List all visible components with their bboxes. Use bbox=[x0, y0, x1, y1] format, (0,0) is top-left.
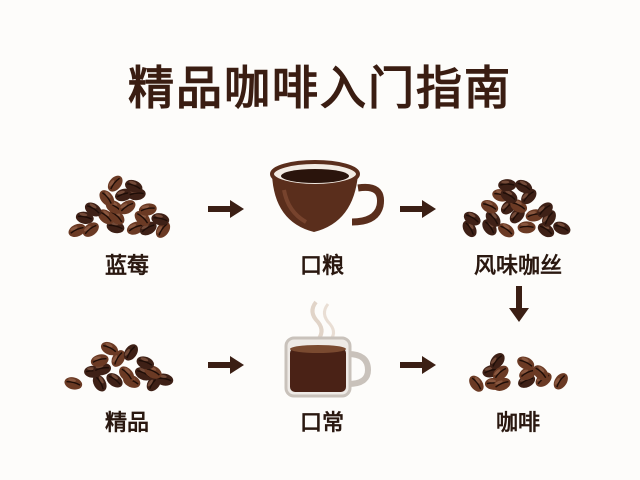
node-label-flavor: 风味咖丝 bbox=[473, 254, 562, 279]
coffee-bean-icon bbox=[99, 190, 115, 207]
coffee-bean-icon bbox=[519, 366, 537, 381]
arrow-right-icon bbox=[400, 200, 436, 218]
arrow-down-icon bbox=[509, 286, 529, 322]
coffee-bean-icon bbox=[68, 223, 86, 237]
node-label-daily: 口常 bbox=[299, 411, 344, 436]
coffee-bean-icon bbox=[498, 179, 517, 192]
arrow-right-icon bbox=[208, 356, 244, 374]
coffee-beans-icon bbox=[462, 179, 571, 238]
arrow-right-icon bbox=[400, 356, 436, 374]
coffee-bean-icon bbox=[485, 210, 501, 227]
coffee-bean-icon bbox=[82, 222, 99, 237]
page-title: 精品咖啡入门指南 bbox=[128, 61, 512, 115]
arrow-right-icon bbox=[208, 200, 244, 218]
coffee-bean-icon bbox=[517, 356, 535, 370]
coffee-bean-icon bbox=[537, 202, 553, 218]
node-label-specialty: 精品 bbox=[104, 411, 149, 436]
coffee-bean-icon bbox=[481, 200, 499, 214]
coffee-bean-icon bbox=[136, 356, 155, 370]
coffee-bean-icon bbox=[533, 365, 549, 381]
coffee-bean-icon bbox=[553, 221, 571, 235]
coffee-bean-icon bbox=[515, 179, 533, 194]
coffee-bean-icon bbox=[463, 211, 481, 226]
coffee-cup-icon bbox=[270, 160, 385, 232]
node-label-coffee: 咖啡 bbox=[495, 411, 540, 436]
coffee-bean-icon bbox=[151, 213, 170, 226]
coffee-beans-icon bbox=[64, 341, 174, 392]
coffee-bean-icon bbox=[92, 374, 107, 392]
coffee-bean-icon bbox=[492, 365, 509, 381]
coffee-bean-icon bbox=[106, 373, 123, 388]
coffee-bean-icon bbox=[138, 203, 157, 216]
glass-coffee-mug-icon bbox=[284, 300, 372, 398]
coffee-bean-icon bbox=[489, 353, 505, 369]
node-label-blueberry: 蓝莓 bbox=[104, 254, 149, 279]
coffee-bean-icon bbox=[84, 202, 102, 217]
coffee-bean-icon bbox=[119, 366, 135, 382]
coffee-bean-icon bbox=[498, 223, 515, 238]
node-label-ration: 口粮 bbox=[299, 254, 344, 279]
coffee-bean-icon bbox=[107, 175, 123, 192]
coffee-bean-icon bbox=[517, 221, 536, 234]
coffee-bean-icon bbox=[537, 223, 555, 238]
coffee-bean-icon bbox=[469, 375, 484, 392]
coffee-bean-icon bbox=[500, 189, 518, 203]
coffee-bean-icon bbox=[90, 354, 109, 367]
coffee-bean-icon bbox=[493, 377, 511, 391]
coffee-bean-icon bbox=[553, 373, 568, 390]
coffee-bean-icon bbox=[75, 211, 94, 224]
coffee-beans-icon bbox=[68, 175, 171, 238]
coffee-bean-icon bbox=[125, 179, 143, 193]
coffee-bean-icon bbox=[100, 341, 119, 356]
coffee-bean-icon bbox=[123, 344, 138, 361]
coffee-bean-icon bbox=[126, 221, 145, 235]
coffee-beans-icon bbox=[469, 353, 568, 392]
coffee-bean-icon bbox=[64, 377, 83, 390]
coffee-bean-icon bbox=[155, 221, 171, 238]
coffee-bean-icon bbox=[118, 200, 136, 215]
